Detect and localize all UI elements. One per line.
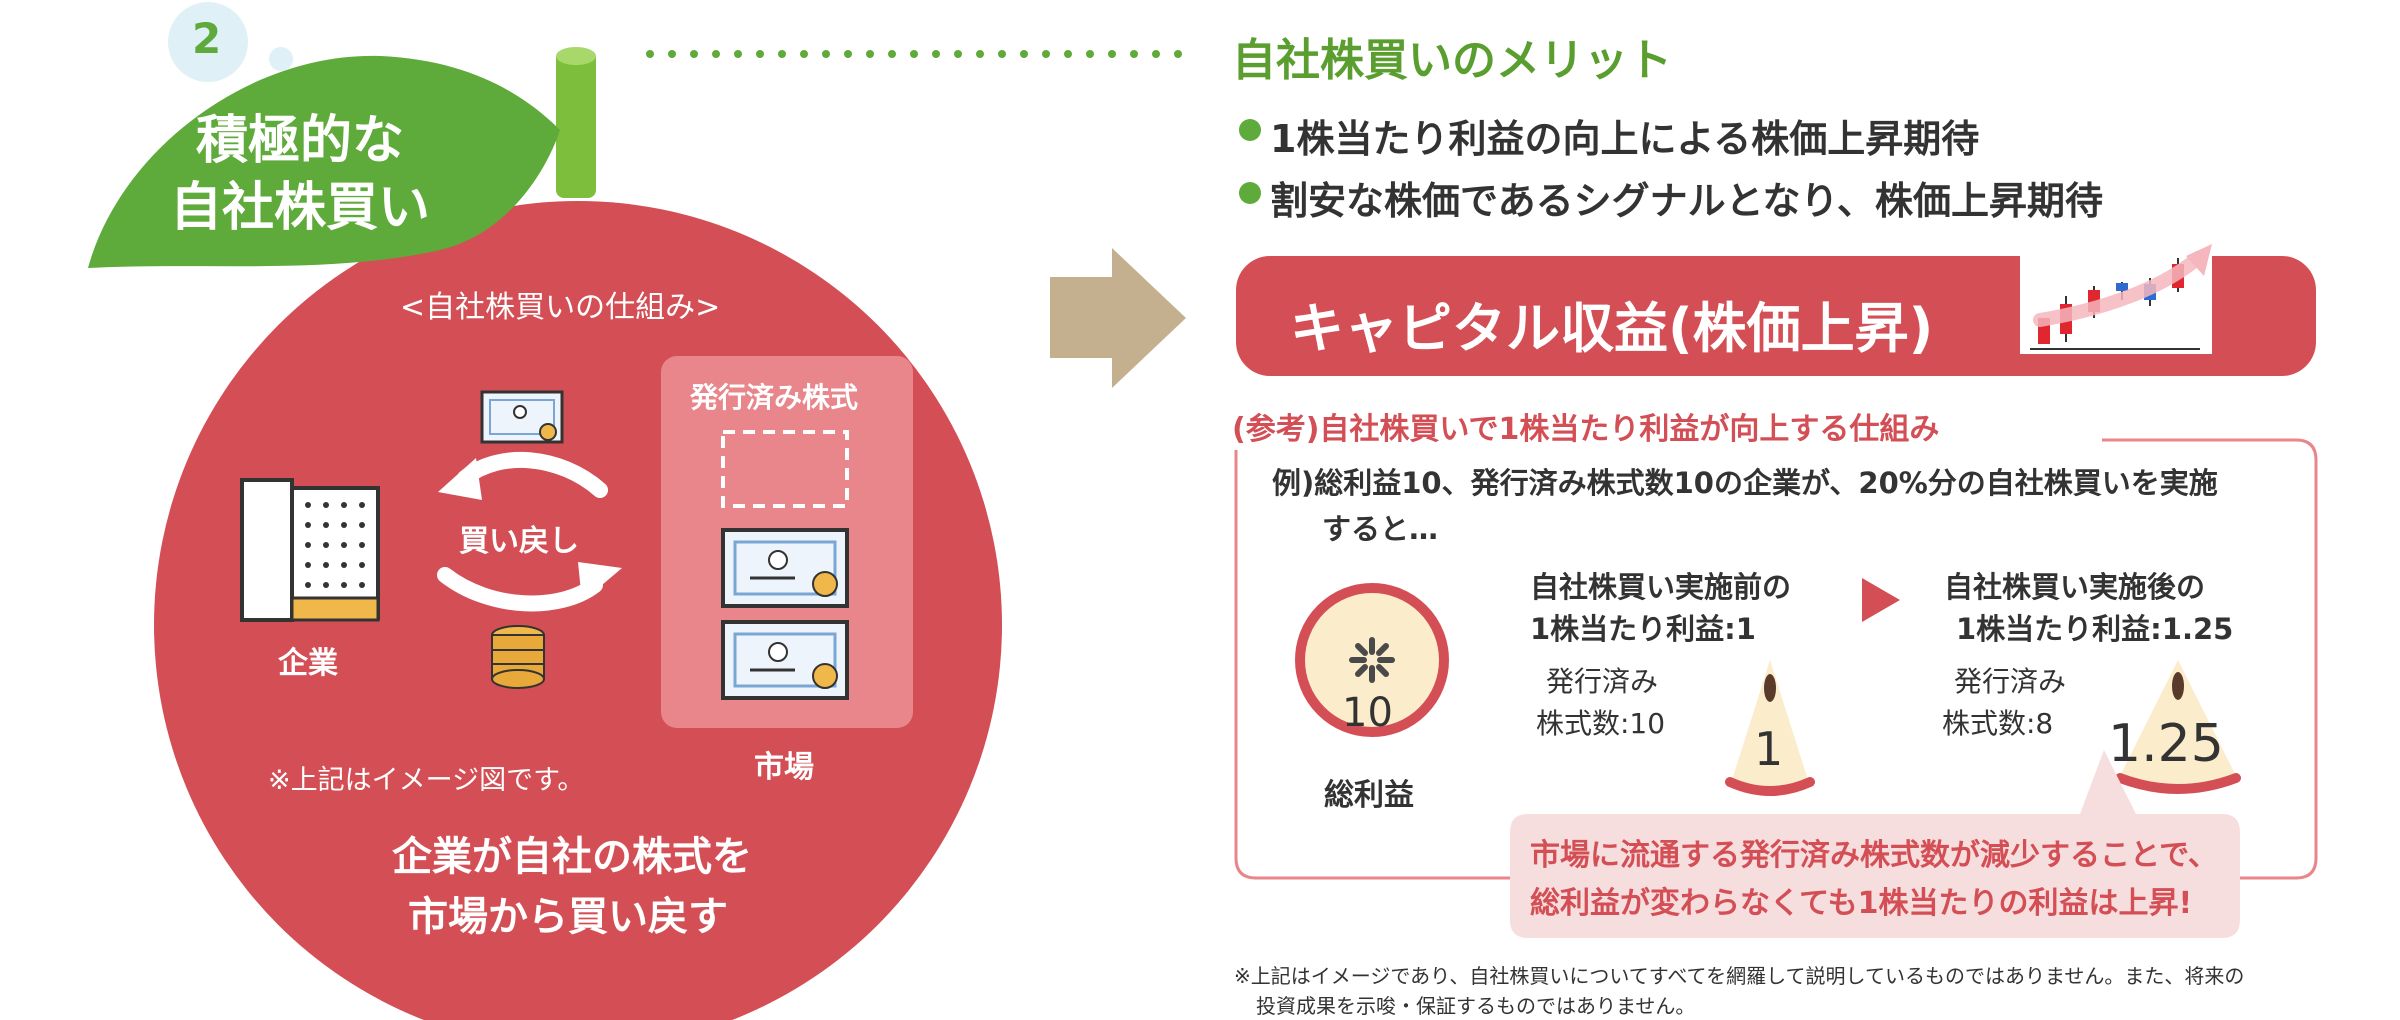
before-title-2: 1株当たり利益:1 — [1530, 612, 1756, 646]
company-label: 企業 — [278, 646, 338, 681]
image-note: ※上記はイメージ図です。 — [268, 765, 585, 796]
merits-heading: 自社株買いのメリット — [1232, 35, 1672, 86]
market-box-title: 発行済み株式 — [690, 381, 859, 414]
stock-certificate-icon — [721, 620, 849, 700]
footnote-line2: 投資成果を示唆・保証するものではありません。 — [1256, 994, 1696, 1018]
step-number: 2 — [192, 14, 222, 63]
reference-box-border — [1234, 438, 2318, 880]
number-dot — [269, 47, 293, 71]
mechanism-subtitle: <自社株買いの仕組み> — [400, 290, 721, 325]
after-shares-2: 株式数:8 — [1942, 707, 2054, 740]
before-shares-1: 発行済み — [1546, 665, 1659, 698]
number-circle — [168, 2, 248, 82]
after-slice-value: 1.25 — [2108, 714, 2224, 774]
before-slice-value: 1 — [1754, 722, 1784, 776]
coins-icon — [491, 625, 545, 689]
apple-stem-top — [556, 47, 596, 65]
total-profit-value: 10 — [1342, 690, 1393, 736]
example-line2: すると… — [1322, 512, 1439, 546]
callout-line1: 市場に流通する発行済み株式数が減少することで、 — [1530, 838, 2218, 873]
after-title-2: 1株当たり利益:1.25 — [1956, 612, 2234, 646]
leaf-title-line1: 積極的な — [196, 111, 405, 171]
callout-line2: 総利益が変わらなくても1株当たりの利益は上昇! — [1530, 886, 2193, 921]
apple-slice-icon — [1725, 660, 1815, 796]
market-label: 市場 — [754, 750, 814, 785]
buyback-arrow-icon — [437, 567, 603, 612]
rising-candlestick-chart-icon — [2030, 244, 2212, 350]
merit-item-2: 割安な株価であるシグナルとなり、株価上昇期待 — [1270, 179, 2103, 223]
big-right-arrow-icon — [1050, 248, 1186, 388]
stock-certificate-icon — [721, 528, 849, 608]
after-title-1: 自社株買い実施後の — [1944, 570, 2206, 604]
buyback-label: 買い戻し — [459, 524, 579, 559]
banner-label: キャピタル収益(株価上昇) — [1290, 297, 1934, 360]
merit-item-1: 1株当たり利益の向上による株価上昇期待 — [1270, 117, 1980, 161]
stock-certificate-icon — [480, 390, 564, 444]
leaf-title-line2: 自社株買い — [170, 178, 431, 238]
leaf-shape — [88, 55, 560, 268]
apple-slice-circle — [1295, 583, 1449, 737]
callout-bubble — [1510, 750, 2240, 938]
footnote-line1: ※上記はイメージであり、自社株買いについてすべてを網羅して説明しているものではあ… — [1234, 964, 2245, 988]
before-title-1: 自社株買い実施前の — [1530, 570, 1792, 604]
bullet-icon — [1239, 182, 1261, 204]
buyback-arrow-icon — [457, 452, 608, 498]
arrowhead — [438, 458, 482, 500]
arrowhead — [578, 562, 622, 602]
apple-slice-icon — [2115, 660, 2241, 794]
apple-seed-icon — [1349, 637, 1395, 683]
apple-stem — [556, 50, 596, 198]
total-profit-label: 総利益 — [1324, 778, 1414, 813]
apple-caption-line1: 企業が自社の株式を — [392, 834, 752, 880]
apple-caption-line2: 市場から買い戻す — [408, 894, 728, 940]
empty-stock-slot — [721, 430, 849, 508]
small-right-arrow-icon — [1862, 578, 1900, 622]
before-shares-2: 株式数:10 — [1536, 707, 1666, 740]
building-icon — [240, 478, 380, 622]
example-line1: 例)総利益10、発行済み株式数10の企業が、20%分の自社株買いを実施 — [1272, 466, 2218, 500]
after-shares-1: 発行済み — [1954, 665, 2067, 698]
bullet-icon — [1239, 119, 1261, 141]
reference-title: (参考)自社株買いで1株当たり利益が向上する仕組み — [1232, 404, 1954, 448]
